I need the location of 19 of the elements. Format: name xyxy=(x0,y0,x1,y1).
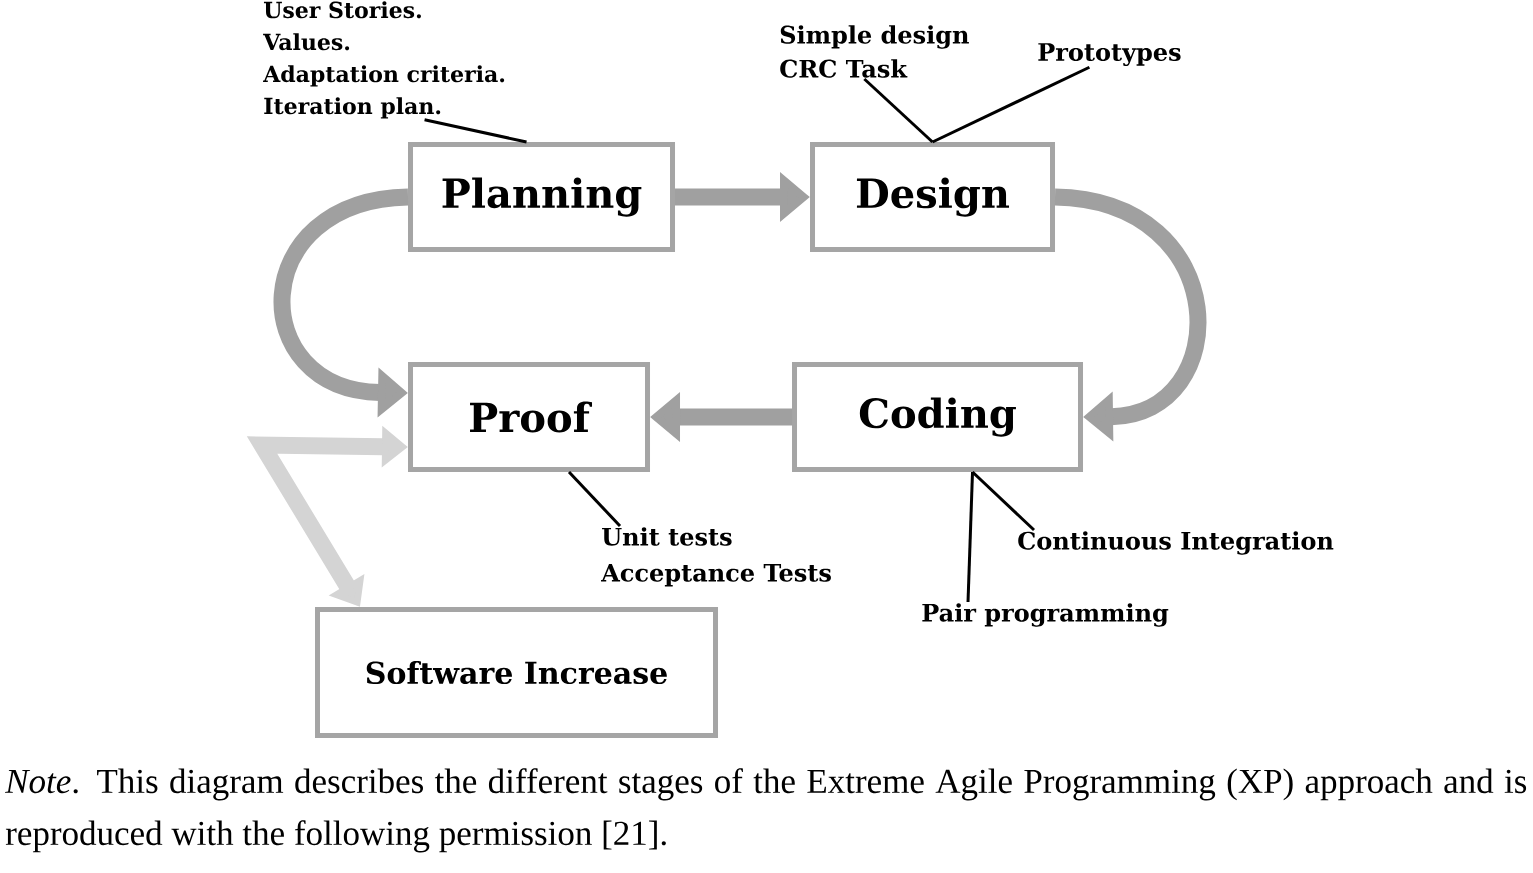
process-box: Design xyxy=(810,142,1055,252)
annotation-text: Simple design CRC Task xyxy=(780,25,969,78)
leader-line xyxy=(567,471,622,528)
annotation-text: Continuous Integration xyxy=(1018,531,1334,555)
process-box: Proof xyxy=(408,362,650,472)
annotation-text: Unit tests Acceptance Tests xyxy=(601,527,831,587)
leader-line xyxy=(863,77,934,144)
process-box: Coding xyxy=(792,362,1083,472)
annotation-text: Pair programming xyxy=(922,603,1169,627)
leader-line xyxy=(971,470,1036,532)
caption: Note. This diagram describes the different stages of the Extreme Agile Programming (XP) approach and is reproduced with the following permission [21]. xyxy=(4,768,1527,853)
curved-arrow xyxy=(1054,188,1206,442)
leader-line xyxy=(931,65,1091,144)
annotation-text: Prototypes xyxy=(1038,43,1181,67)
leader-line xyxy=(424,118,527,144)
annotation-text: User Stories. Values. Adaptation criteria. Iteration plan. xyxy=(263,1,505,119)
process-box: Software Increase xyxy=(315,607,718,738)
process-box: Planning xyxy=(408,142,675,252)
leader-line xyxy=(966,471,974,603)
